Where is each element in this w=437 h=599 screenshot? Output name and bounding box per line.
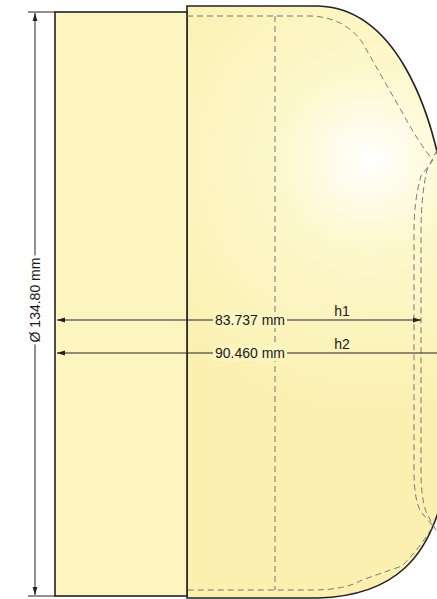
cylinder-body: [55, 12, 187, 596]
hidden-outline: [187, 16, 433, 590]
extension-line: [28, 596, 55, 597]
hidden-outline: [421, 150, 437, 532]
dimension-name: h2: [332, 336, 352, 352]
dome-body: [187, 6, 437, 598]
extension-line: [28, 12, 55, 13]
diameter-dimension: Ø 134.80 mm: [27, 256, 43, 345]
dimension-value: 83.737 mm: [213, 312, 287, 328]
dimension-name: h1: [332, 303, 352, 319]
dimension-value: 90.460 mm: [213, 345, 287, 361]
hidden-line: [275, 16, 276, 590]
